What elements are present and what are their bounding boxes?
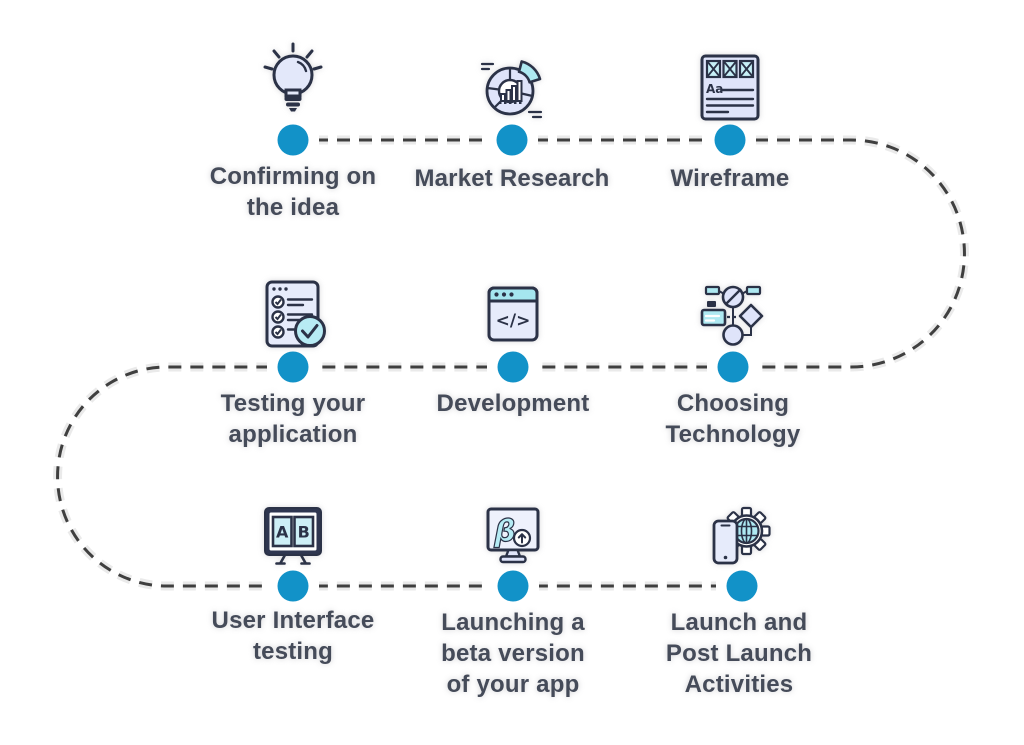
wireframe-layout-icon: Aa: [690, 48, 770, 128]
step-label-post-launch: Launch and Post Launch Activities: [665, 609, 813, 699]
step-label-confirming-idea: Confirming on the idea: [209, 163, 377, 222]
testing-checklist-icon: [253, 276, 333, 356]
step-dot-9: [726, 570, 758, 602]
step-label-beta-launch: Launching a beta version of your app: [441, 609, 585, 699]
step-dot-2: [496, 124, 528, 156]
variant-a-letter: A: [276, 523, 289, 542]
step-dot-6: [717, 351, 749, 383]
step-dot-8: [497, 570, 529, 602]
step-dot-5: [497, 351, 529, 383]
step-label-development: Development: [436, 390, 590, 417]
lightbulb-idea-icon: [253, 38, 333, 118]
flow-dashed-line: [56, 138, 966, 588]
beta-launch-monitor-icon: β: [473, 500, 553, 580]
ab-testing-monitor-icon: A B: [253, 500, 333, 580]
development-code-window-icon: </>: [473, 276, 553, 356]
step-label-wireframe: Wireframe: [670, 165, 790, 192]
step-dot-7: [277, 570, 309, 602]
launch-globe-gear-phone-icon: [698, 498, 778, 578]
step-label-ui-testing: User Interface testing: [211, 607, 375, 666]
step-dot-3: [714, 124, 746, 156]
step-label-testing-application: Testing your application: [220, 390, 366, 449]
market-research-chart-icon: [472, 48, 552, 128]
step-dots: [277, 124, 758, 602]
beta-symbol: β: [493, 514, 515, 549]
step-dot-4: [277, 351, 309, 383]
code-symbol: </>: [496, 311, 531, 331]
step-label-choosing-technology: Choosing Technology: [665, 390, 801, 449]
variant-b-letter: B: [298, 523, 310, 542]
technology-flowchart-icon: [693, 276, 773, 356]
wireframe-sample-text: Aa: [706, 82, 723, 96]
step-dot-1: [277, 124, 309, 156]
step-label-market-research: Market Research: [414, 165, 610, 192]
